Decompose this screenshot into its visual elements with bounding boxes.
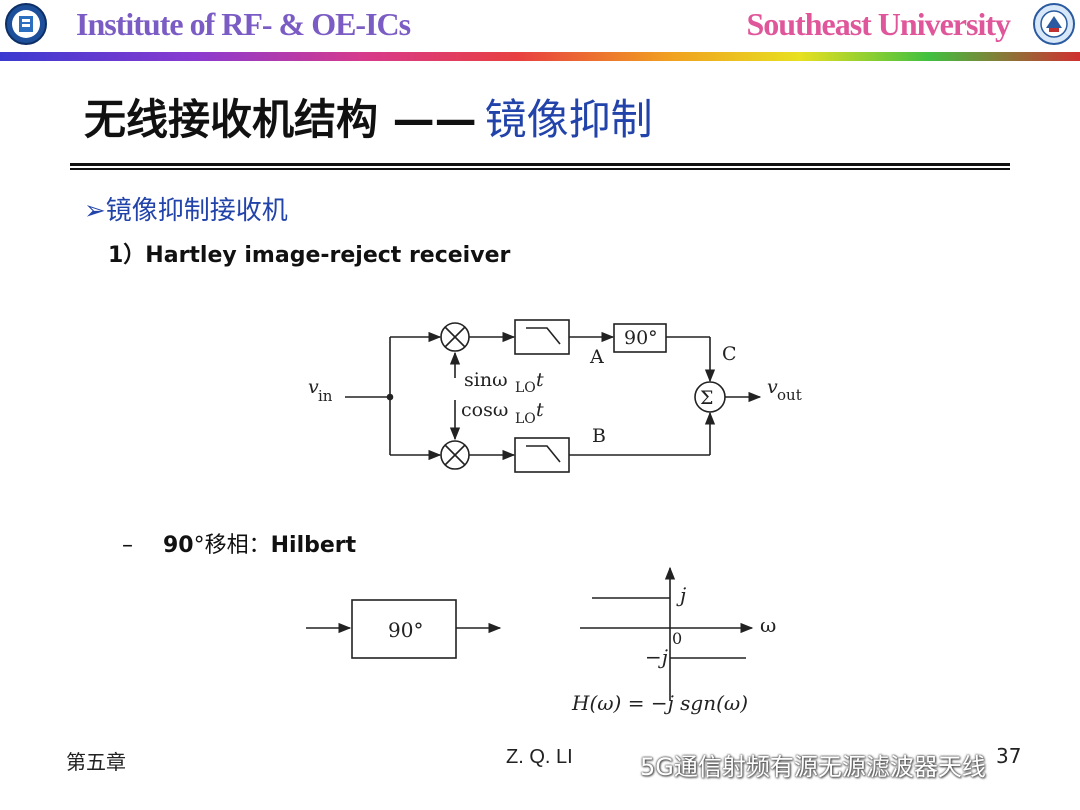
title-highlight: 镜像抑制: [484, 95, 653, 144]
lo-cos-t: t: [536, 399, 544, 421]
lo-cos-label: cosω: [461, 399, 508, 421]
left-logo: [4, 2, 48, 50]
dash-marker: –: [122, 533, 133, 558]
node-b-label: B: [592, 425, 606, 447]
hartley-diagram: v in sinω LO t cosω LO t A B C 90° Σ v o…: [308, 319, 802, 473]
lo-cos-sub: LO: [515, 411, 536, 427]
institute-name: Institute of RF- & OE-ICs: [76, 6, 411, 42]
hilbert-formula: H(ω) = −j sgn(ω): [571, 691, 748, 715]
subheading: 1）Hartley image-reject receiver: [108, 243, 511, 268]
input-label-sub: in: [318, 387, 333, 405]
input-label: v: [308, 376, 319, 398]
bullet-heading: ➢镜像抑制接收机: [84, 196, 288, 226]
graph-omega: ω: [760, 613, 776, 637]
summer-label: Σ: [700, 387, 713, 409]
hilbert-diagram: 90° j −j 0 ω H(ω) = −j sgn(ω): [306, 566, 776, 715]
wechat-icon: [606, 752, 636, 784]
footer-chapter: 第五章: [66, 750, 126, 774]
phase-shift-label: 90°: [624, 327, 658, 349]
title-rule-thick: [70, 163, 1010, 166]
dash-term: Hilbert: [270, 533, 357, 558]
output-label: v: [767, 376, 778, 398]
node-a-label: A: [589, 346, 604, 368]
dash-number: 90: [163, 533, 194, 558]
lo-sin-t: t: [536, 369, 544, 391]
graph-origin: 0: [672, 629, 682, 648]
output-label-sub: out: [777, 386, 802, 404]
right-logo: [1032, 2, 1076, 50]
hilbert-block-label: 90°: [388, 618, 423, 642]
university-name: Southeast University: [746, 6, 1011, 42]
lo-sin-sub: LO: [515, 380, 536, 396]
header-rainbow-bar: [0, 52, 1080, 61]
watermark: 5G通信射频有源无源滤波器天线: [606, 747, 986, 784]
dash-item-hilbert: – 90°移相：Hilbert: [122, 527, 356, 559]
slide-title: 无线接收机结构 ——镜像抑制: [84, 86, 653, 147]
footer-author: Z. Q. LI: [506, 746, 573, 768]
page-number: 37: [996, 744, 1022, 768]
watermark-text: 5G通信射频有源无源滤波器天线: [640, 753, 986, 781]
graph-j-pos: j: [676, 583, 686, 607]
dash-degree-text: °移相：: [193, 533, 271, 558]
title-main: 无线接收机结构 ——: [84, 95, 477, 144]
graph-j-neg: −j: [645, 645, 668, 669]
lo-sin-label: sinω: [464, 369, 508, 391]
node-c-label: C: [722, 343, 737, 365]
title-rule-thin: [70, 168, 1010, 170]
